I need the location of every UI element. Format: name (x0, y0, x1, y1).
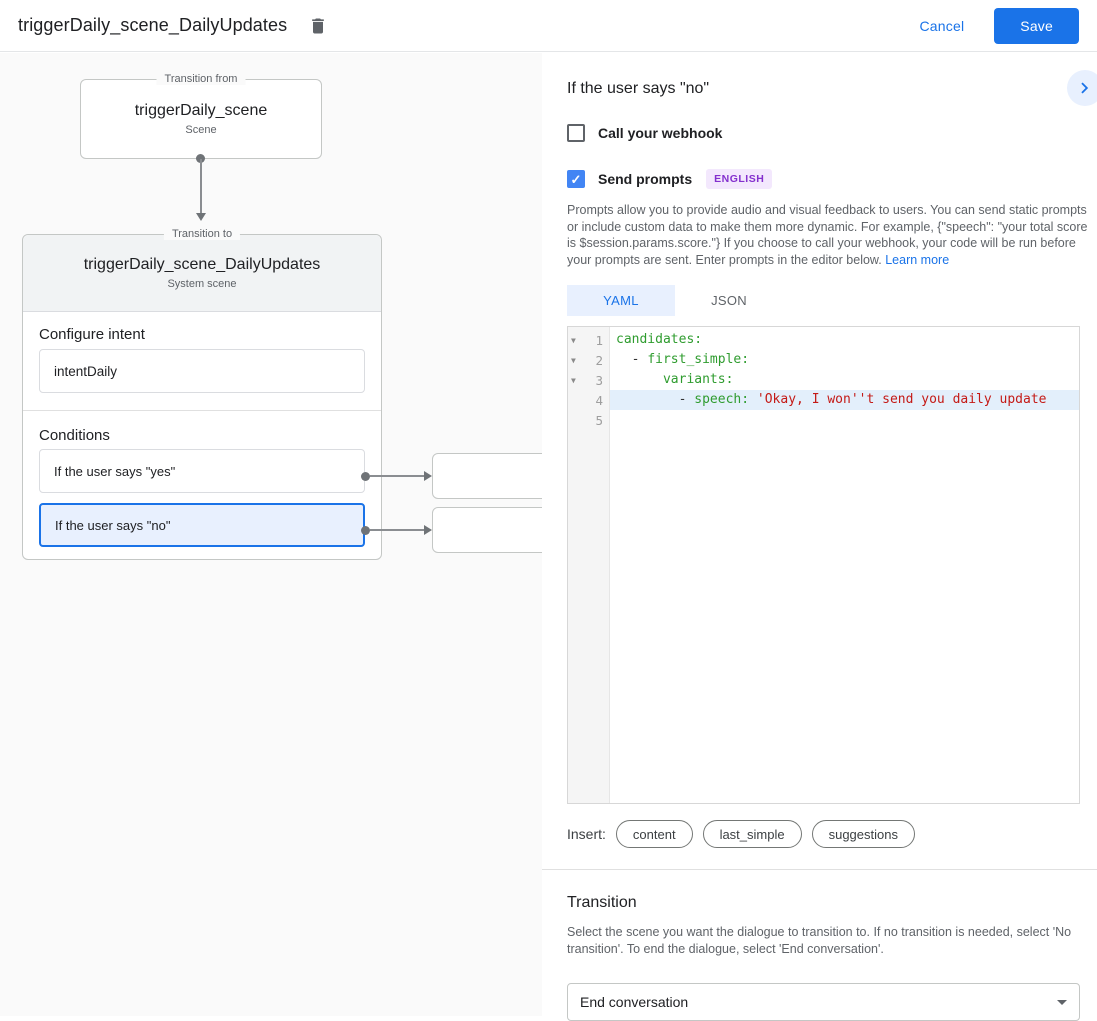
language-badge: ENGLISH (706, 169, 773, 189)
code-line[interactable]: - first_simple: (610, 350, 1079, 370)
transition-from-box[interactable]: Transition from triggerDaily_scene Scene (80, 73, 322, 159)
save-button[interactable]: Save (994, 7, 1079, 44)
insert-label: Insert: (567, 826, 606, 842)
code-token-key: variants: (662, 372, 734, 387)
arrow-down-icon (196, 213, 206, 221)
connector-dot (196, 154, 205, 163)
gutter-row: ▼2 (568, 350, 609, 370)
editor-format-tabs: YAML JSON (567, 285, 1080, 316)
connector-line-horizontal (370, 529, 424, 531)
to-scene-type: System scene (167, 278, 237, 290)
webhook-checkbox-label: Call your webhook (598, 125, 723, 141)
code-token-key: candidates: (616, 332, 703, 347)
insert-chip-content[interactable]: content (615, 820, 693, 848)
from-scene-name: triggerDaily_scene (134, 102, 268, 119)
line-number: 1 (595, 332, 603, 348)
gutter-row: ▼3 (568, 370, 609, 390)
gutter-row: 5 (568, 410, 609, 430)
prompts-description: Prompts allow you to provide audio and v… (567, 202, 1088, 268)
page-title: triggerDaily_scene_DailyUpdates (18, 15, 288, 35)
code-token-plain (616, 372, 663, 387)
panel-title: If the user says "no" (567, 80, 710, 97)
from-scene-type: Scene (185, 124, 217, 136)
connector-line-vertical (200, 159, 202, 214)
code-token-string: 'Okay, I won''t send you daily update (756, 392, 1047, 407)
code-token-plain: - (616, 352, 648, 367)
section-divider (23, 410, 381, 411)
conditions-heading: Conditions (39, 427, 110, 444)
connector-dot (361, 526, 370, 535)
condition-item-no[interactable]: If the user says "no" (39, 503, 365, 547)
condition-item-yes[interactable]: If the user says "yes" (39, 449, 365, 493)
insert-row: Insert: content last_simple suggestions (567, 820, 1080, 848)
condition-target-box[interactable] (432, 507, 542, 553)
send-prompts-checkbox[interactable]: ✓ (567, 170, 585, 188)
arrow-right-icon (424, 525, 432, 535)
gutter-row: ▼1 (568, 330, 609, 350)
transition-section: Transition Select the scene you want the… (542, 869, 1097, 1021)
dropdown-caret-icon (1057, 999, 1067, 1005)
chevron-right-icon (1074, 77, 1096, 99)
tab-yaml[interactable]: YAML (567, 285, 675, 316)
condition-target-box[interactable] (432, 453, 542, 499)
transition-to-box: Transition to triggerDaily_scene_DailyUp… (22, 228, 382, 560)
collapse-panel-button[interactable] (1067, 70, 1097, 106)
code-line[interactable] (610, 410, 1079, 430)
tab-json[interactable]: JSON (711, 293, 747, 308)
send-prompts-label: Send prompts (598, 171, 693, 187)
transition-heading: Transition (567, 894, 637, 911)
fold-arrow-icon[interactable]: ▼ (571, 335, 576, 345)
learn-more-link[interactable]: Learn more (885, 252, 950, 267)
code-line[interactable]: - speech: 'Okay, I won''t send you daily… (610, 390, 1079, 410)
code-line[interactable]: candidates: (610, 330, 1079, 350)
connector-dot (361, 472, 370, 481)
transition-dropdown-value: End conversation (580, 994, 689, 1010)
fold-arrow-icon[interactable]: ▼ (571, 375, 576, 385)
line-number: 5 (595, 412, 603, 428)
intent-item[interactable]: intentDaily (39, 349, 365, 393)
condition-detail-panel: If the user says "no" Call your webhook … (542, 52, 1097, 1021)
line-number: 3 (595, 372, 603, 388)
to-scene-name: triggerDaily_scene_DailyUpdates (83, 256, 321, 273)
line-number: 4 (595, 392, 603, 408)
line-number: 2 (595, 352, 603, 368)
configure-intent-heading: Configure intent (39, 326, 145, 343)
insert-chip-last-simple[interactable]: last_simple (702, 820, 802, 848)
editor-code[interactable]: candidates: - first_simple: variants: - … (610, 327, 1079, 803)
trash-icon (308, 16, 328, 36)
cancel-button[interactable]: Cancel (904, 10, 981, 42)
insert-chip-suggestions[interactable]: suggestions (811, 820, 915, 848)
prompts-description-text: Prompts allow you to provide audio and v… (567, 203, 1088, 267)
connector-line-horizontal (370, 475, 424, 477)
transition-dropdown[interactable]: End conversation (567, 983, 1080, 1021)
transition-description: Select the scene you want the dialogue t… (567, 925, 1072, 956)
transition-to-label: Transition to (163, 228, 241, 240)
to-scene-header[interactable]: triggerDaily_scene_DailyUpdates System s… (23, 235, 381, 312)
transition-from-label: Transition from (156, 73, 246, 85)
code-token-key: speech: (694, 392, 757, 407)
scene-canvas: Transition from triggerDaily_scene Scene… (0, 53, 542, 1016)
header-bar: triggerDaily_scene_DailyUpdates Cancel S… (0, 0, 1097, 52)
gutter-row: 4 (568, 390, 609, 410)
code-line[interactable]: variants: (610, 370, 1079, 390)
code-token-plain: - (616, 392, 695, 407)
delete-scene-button[interactable] (303, 11, 333, 41)
webhook-checkbox[interactable] (567, 124, 585, 142)
arrow-right-icon (424, 471, 432, 481)
fold-arrow-icon[interactable]: ▼ (571, 355, 576, 365)
code-token-key: first_simple: (647, 352, 750, 367)
